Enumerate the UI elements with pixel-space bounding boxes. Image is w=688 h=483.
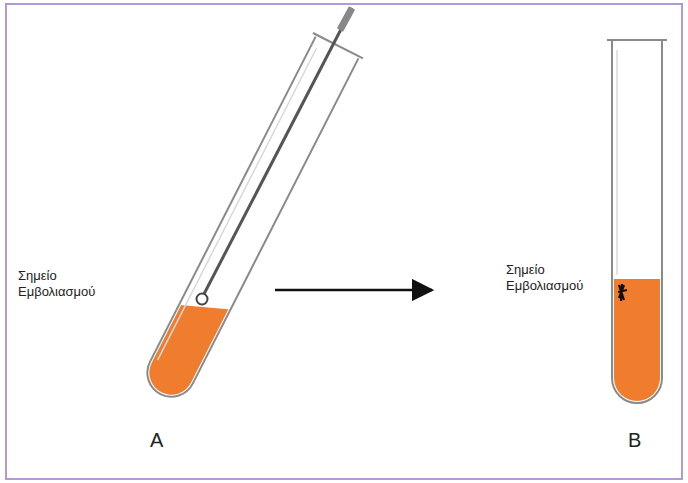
point-label: Σημείο Εμβολιασμού xyxy=(506,262,606,293)
test-tube-a xyxy=(136,33,363,407)
inoculation-loop xyxy=(197,294,208,305)
test-tube-b xyxy=(607,40,667,403)
agar-medium xyxy=(90,297,280,480)
point-label: Σημείο Εμβολιασμού xyxy=(18,268,118,299)
inoculation-needle xyxy=(204,8,352,294)
growth-mark xyxy=(618,284,627,301)
needle-handle xyxy=(340,8,352,30)
agar-medium xyxy=(614,279,660,401)
tube-letter: B xyxy=(628,428,641,452)
tube-letter: A xyxy=(150,428,163,452)
arrow xyxy=(275,289,432,292)
frame xyxy=(6,4,682,479)
